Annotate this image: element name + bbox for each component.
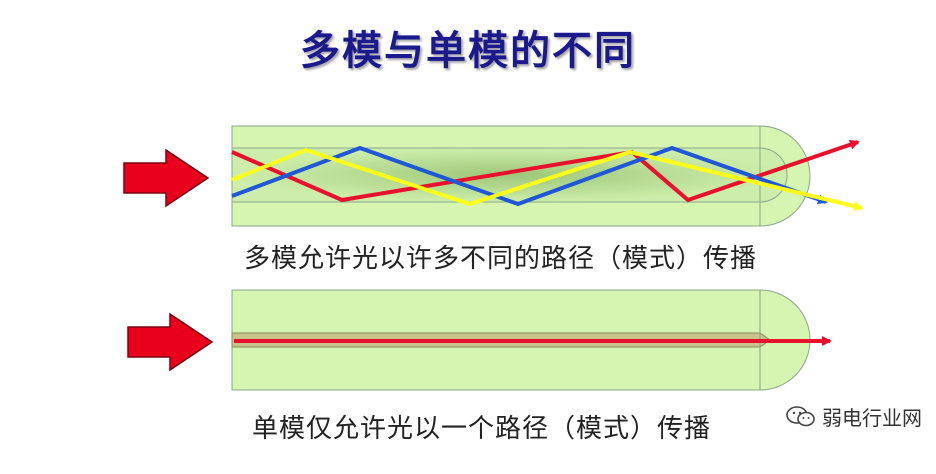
input-arrow-multimode [123,148,210,208]
multimode-fiber [231,125,864,227]
multimode-caption: 多模允许光以许多不同的路径（模式）传播 [244,244,758,274]
wechat-icon [786,405,816,434]
multimode-core [231,147,788,203]
singlemode-caption: 单模仅允许光以一个路径（模式）传播 [252,414,712,444]
ray-yellow-multimode [231,147,864,211]
ray-blue-multimode [231,145,828,207]
singlemode-fiber [231,289,832,391]
input-arrow-singlemode [127,312,214,372]
watermark: 弱电行业网 [786,402,922,434]
watermark-text: 弱电行业网 [822,406,922,430]
page-title: 多模与单模的不同 [300,27,636,74]
